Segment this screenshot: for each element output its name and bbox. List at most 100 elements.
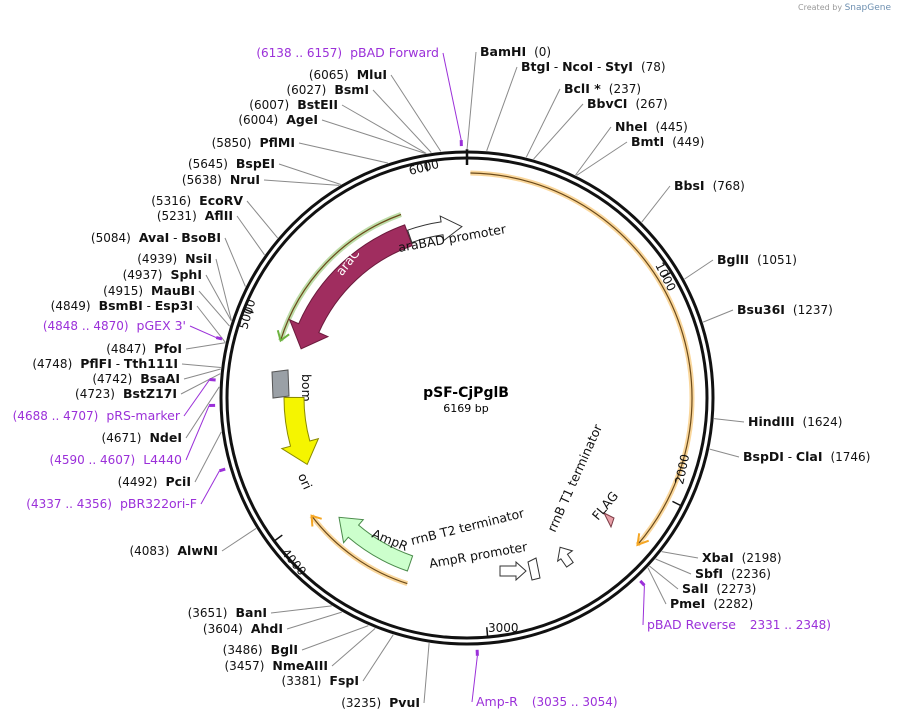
site-avai-bsobi[interactable]: (5084)AvaI - BsoBI xyxy=(91,230,221,245)
leader-line xyxy=(236,215,265,256)
ampr-promoter-arrow[interactable] xyxy=(499,560,527,582)
leader-line xyxy=(390,74,442,152)
enzyme-name: MluI xyxy=(357,67,387,82)
site-position: (2273) xyxy=(716,582,756,596)
site-nhei[interactable]: NheI(445) xyxy=(615,119,688,134)
site-pflfi-tth111i[interactable]: (4748)PflFI - Tth111I xyxy=(32,356,178,371)
site-alwni[interactable]: (4083)AlwNI xyxy=(129,543,218,558)
site-position: (4748) xyxy=(32,357,72,371)
site-label-text: (3235)PvuI xyxy=(341,695,420,710)
site-ahdi[interactable]: (3604)AhdI xyxy=(203,621,283,636)
site-nmeaiii[interactable]: (3457)NmeAIII xyxy=(225,658,329,673)
site-pmei[interactable]: PmeI(2282) xyxy=(670,596,753,611)
rrnb-t1-terminator-arrow[interactable] xyxy=(552,543,578,570)
site-position: (3604) xyxy=(203,622,243,636)
site-fspi[interactable]: (3381)FspI xyxy=(282,673,359,688)
site-pflmi[interactable]: (5850)PflMI xyxy=(212,135,295,150)
primer-range: (3035 .. 3054) xyxy=(532,695,618,709)
site-bglii[interactable]: BglII(1051) xyxy=(717,252,797,267)
site-hindiii[interactable]: HindIII(1624) xyxy=(748,414,842,429)
site-pcii[interactable]: (4492)PciI xyxy=(118,474,191,489)
primer-pbr322ori-f[interactable]: (4337 .. 4356)pBR322ori-F xyxy=(26,496,197,511)
ori-feature-arrow[interactable] xyxy=(280,396,320,466)
site-bsmi[interactable]: (6027)BsmI xyxy=(286,82,369,97)
enzyme-name: ClaI xyxy=(796,449,823,464)
site-sphi[interactable]: (4937)SphI xyxy=(123,267,202,282)
site-position: (1051) xyxy=(757,253,797,267)
site-ecorv[interactable]: (5316)EcoRV xyxy=(151,193,243,208)
leader-line xyxy=(684,259,714,280)
site-bsu36i[interactable]: Bsu36I(1237) xyxy=(737,302,833,317)
enzyme-name: FspI xyxy=(329,673,359,688)
site-bcli[interactable]: BclI *(237) xyxy=(564,81,641,96)
site-aflii[interactable]: (5231)AflII xyxy=(157,208,233,223)
bom-feature-box[interactable] xyxy=(271,369,290,399)
primer-mark xyxy=(215,336,223,341)
arabad-promoter-arrow[interactable] xyxy=(406,215,463,244)
rrnb-t2-terminator-arrow[interactable] xyxy=(527,557,541,581)
site-label-text: BspDI - ClaI(1746) xyxy=(743,449,870,464)
site-mlui[interactable]: (6065)MluI xyxy=(309,67,387,82)
site-label-text: BtgI - NcoI - StyI(78) xyxy=(521,59,666,74)
site-bstz17i[interactable]: (4723)BstZ17I xyxy=(75,386,177,401)
primer-leader xyxy=(471,655,478,703)
site-nsii[interactable]: (4939)NsiI xyxy=(137,251,212,266)
site-label-text: (4847)PfoI xyxy=(106,341,182,356)
site-position: (4723) xyxy=(75,387,115,401)
enzyme-name: BsmI xyxy=(334,82,369,97)
site-label-text: (4671)NdeI xyxy=(102,430,182,445)
primer-pbad-forward[interactable]: (6138 .. 6157)pBAD Forward xyxy=(256,45,439,60)
site-position: (4915) xyxy=(103,284,143,298)
site-pfoi[interactable]: (4847)PfoI xyxy=(106,341,182,356)
site-position: (4742) xyxy=(92,372,132,386)
site-bbvci[interactable]: BbvCI(267) xyxy=(587,96,668,111)
primer-prs-marker[interactable]: (4688 .. 4707)pRS-marker xyxy=(13,408,181,423)
separator: - xyxy=(112,357,124,371)
site-position: (5645) xyxy=(188,157,228,171)
tick-5000 xyxy=(243,308,254,314)
flag-feature-arrow[interactable] xyxy=(602,511,615,529)
site-bspdi-clai[interactable]: BspDI - ClaI(1746) xyxy=(743,449,870,464)
primer-amp-r[interactable]: Amp-R(3035 .. 3054) xyxy=(476,694,618,709)
site-bamhi[interactable]: BamHI(0) xyxy=(480,44,551,59)
separator: - xyxy=(593,60,605,74)
site-pvui[interactable]: (3235)PvuI xyxy=(341,695,420,710)
site-sali[interactable]: SalI(2273) xyxy=(682,581,756,596)
leader-line xyxy=(205,274,232,322)
site-btgi-ncoi-styi[interactable]: BtgI - NcoI - StyI(78) xyxy=(521,59,666,74)
orf-arac-arc[interactable] xyxy=(280,213,402,341)
site-position: (2282) xyxy=(713,597,753,611)
site-nrui[interactable]: (5638)NruI xyxy=(182,172,260,187)
enzyme-name: PciI xyxy=(165,474,191,489)
site-bmti[interactable]: BmtI(449) xyxy=(631,134,704,149)
site-sbfi[interactable]: SbfI(2236) xyxy=(695,566,771,581)
leader-line xyxy=(486,66,518,151)
ampr-feature-arrow[interactable] xyxy=(338,516,414,572)
orf-ampr-arc[interactable] xyxy=(311,515,408,585)
leader-line xyxy=(194,431,222,483)
arac-feature-arrow[interactable] xyxy=(288,224,413,350)
site-bsmbi-esp3i[interactable]: (4849)BsmBI - Esp3I xyxy=(51,298,193,313)
site-bbsi[interactable]: BbsI(768) xyxy=(674,178,745,193)
ori-label: ori xyxy=(295,471,315,492)
site-maubi[interactable]: (4915)MauBI xyxy=(103,283,195,298)
site-ndei[interactable]: (4671)NdeI xyxy=(102,430,182,445)
orf-right-arc[interactable] xyxy=(470,172,693,546)
site-bani[interactable]: (3651)BanI xyxy=(188,605,267,620)
separator: - xyxy=(550,60,562,74)
leader-lines xyxy=(180,51,745,704)
site-position: (4937) xyxy=(123,268,163,282)
site-labels: BamHI(0)BtgI - NcoI - StyI(78) BclI *(237… xyxy=(13,44,871,710)
primer-leader xyxy=(200,470,220,505)
primer-pgex-3-[interactable]: (4848 .. 4870)pGEX 3' xyxy=(43,318,186,333)
site-position: (5850) xyxy=(212,136,252,150)
site-xbai[interactable]: XbaI(2198) xyxy=(702,550,782,565)
site-bspei[interactable]: (5645)BspEI xyxy=(188,156,275,171)
site-bgli[interactable]: (3486)BglI xyxy=(223,642,298,657)
site-agei[interactable]: (6004)AgeI xyxy=(238,112,318,127)
site-bsaai[interactable]: (4742)BsaAI xyxy=(92,371,180,386)
primer-l4440[interactable]: (4590 .. 4607)L4440 xyxy=(50,452,183,467)
site-bsteii[interactable]: (6007)BstEII xyxy=(249,97,338,112)
site-position: (1746) xyxy=(830,450,870,464)
